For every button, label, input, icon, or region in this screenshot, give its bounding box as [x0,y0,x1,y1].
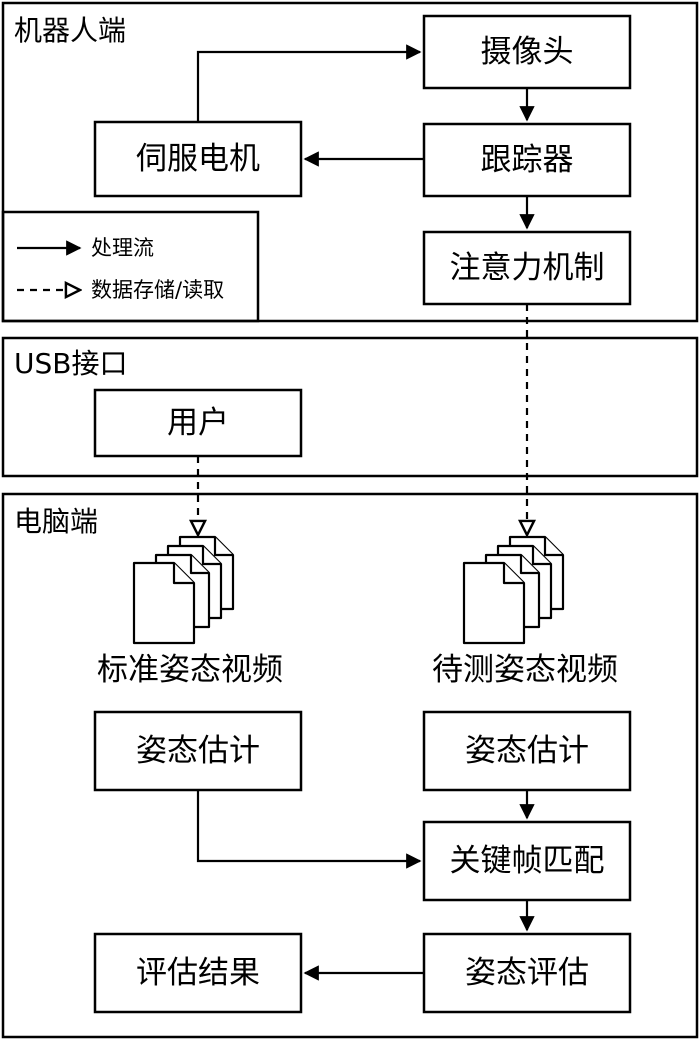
pc-side-region [1,492,699,1039]
robot-side-region [1,1,699,323]
usb-interface-title: USB接口 [14,347,127,380]
pose-estimation-right-label: 姿态估计 [465,733,589,769]
usb-interface-region [1,336,699,478]
evaluation-result-box [93,932,303,1014]
user-label: 用户 [167,405,229,441]
keyframe-matching-label: 关键帧匹配 [450,843,605,879]
arrow-servo-to-camera [196,44,422,122]
tracker-label: 跟踪器 [481,142,574,178]
pose-estimation-right-box [422,710,632,792]
pose-estimation-left-label: 姿态估计 [136,733,260,769]
keyframe-matching-box [422,820,632,902]
pose-evaluation-label: 姿态评估 [465,955,589,991]
arrow-left-estimation-to-matching [196,790,422,869]
test-video-docs-icon [462,535,565,645]
legend-box [1,210,260,323]
legend-data-io-label: 数据存储/读取 [91,278,224,302]
legend-process-flow-label: 处理流 [91,236,154,260]
servo-motor-label: 伺服电机 [136,141,260,177]
test-video-label: 待测姿态视频 [432,652,618,688]
pose-evaluation-box [422,932,632,1014]
robot-side-title: 机器人端 [14,14,126,47]
evaluation-result-label: 评估结果 [136,955,260,991]
standard-video-docs-icon [132,535,235,645]
attention-label: 注意力机制 [450,250,605,286]
pc-side-title: 电脑端 [14,505,98,538]
pose-estimation-left-box [93,710,303,792]
camera-label: 摄像头 [481,34,574,70]
camera-box [422,14,632,90]
standard-video-label: 标准姿态视频 [97,652,283,688]
